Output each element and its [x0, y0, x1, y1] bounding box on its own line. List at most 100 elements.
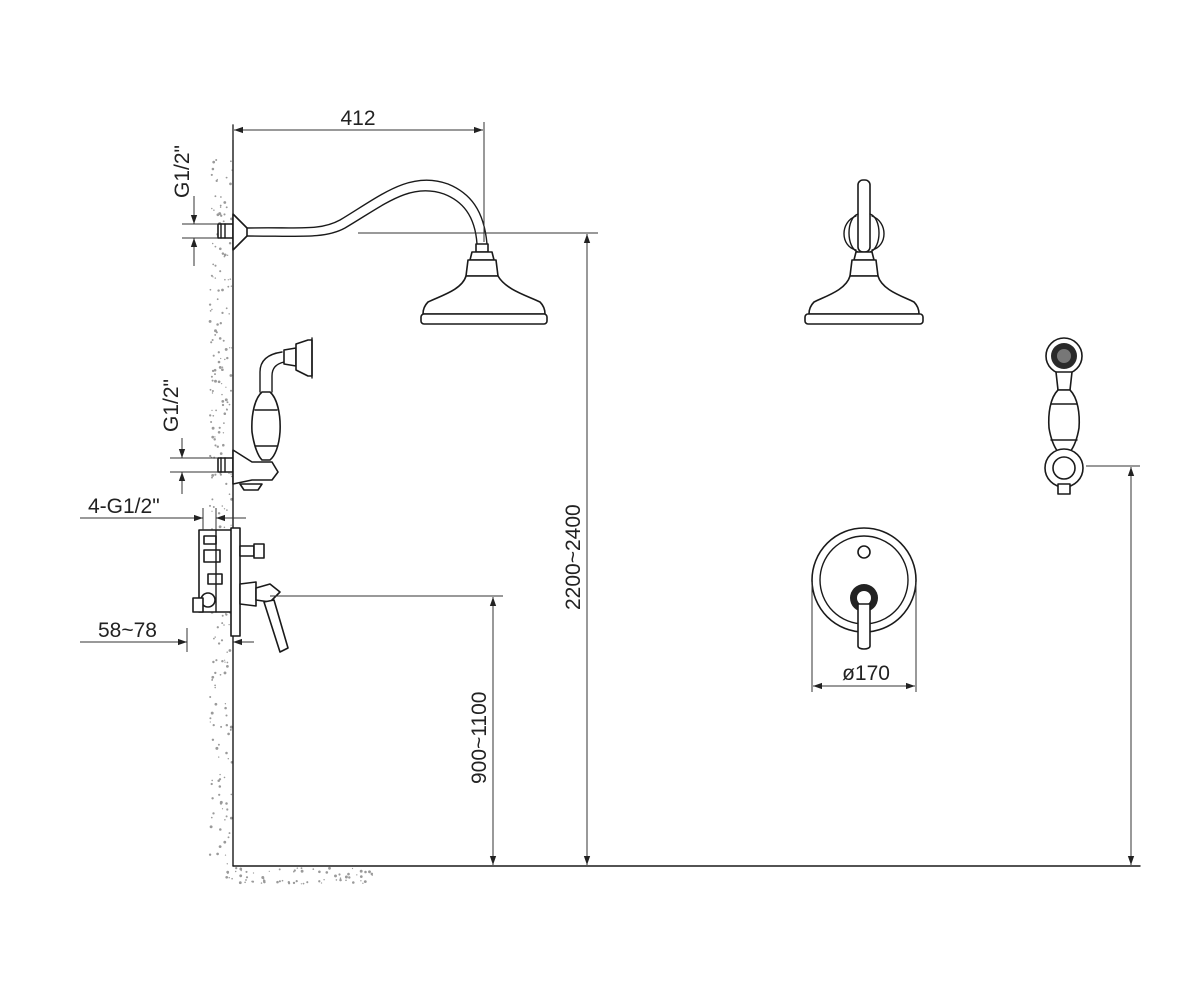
- dimension-wall-inlet-top: G1/2": [171, 145, 218, 266]
- wall-texture-dot: [224, 703, 227, 705]
- wall-texture-dot: [221, 622, 224, 625]
- wall-texture-dot: [226, 401, 229, 404]
- wall-texture-dot: [215, 158, 218, 162]
- wall-texture-dot: [209, 414, 212, 417]
- floor-texture-dot: [238, 881, 242, 885]
- wall-texture-dot: [226, 651, 228, 653]
- wall-texture-dot: [210, 341, 213, 344]
- wall-texture-dot: [224, 612, 227, 615]
- wall-texture-dot: [225, 408, 228, 411]
- floor-texture-dot: [302, 882, 305, 885]
- floor-texture-dot: [300, 869, 304, 873]
- wall-texture-dot: [214, 636, 216, 638]
- wall-texture-dot: [214, 195, 217, 198]
- wall-texture-dot: [210, 420, 213, 424]
- wall-texture-dot: [230, 475, 233, 478]
- dimension-plate-diameter: ø170: [811, 582, 917, 692]
- wall-texture-dot: [228, 472, 230, 474]
- floor-texture-dot: [240, 869, 242, 872]
- wall-texture-dot: [221, 614, 224, 617]
- wall-texture-dot: [228, 241, 232, 245]
- wall-texture-dot: [225, 723, 229, 727]
- wall-texture-dot: [227, 285, 230, 288]
- wall-texture-dot: [223, 776, 226, 779]
- floor-texture-dot: [318, 880, 321, 883]
- wall-texture-dot: [221, 366, 224, 368]
- wall-texture-dot: [216, 178, 218, 181]
- wall-texture-dot: [219, 206, 222, 208]
- wall-texture-dot: [221, 288, 224, 292]
- floor-texture-dot: [245, 879, 247, 881]
- wall-texture-dot: [223, 213, 226, 216]
- wall-texture-dot: [214, 245, 217, 248]
- dimension-shower-height: 2200~2400: [358, 232, 598, 865]
- wall-texture-dot: [222, 432, 225, 434]
- wall-texture-dot: [211, 738, 215, 741]
- wall-texture-dot: [212, 723, 215, 727]
- wall-texture-dot: [216, 626, 219, 629]
- wall-texture-dot: [216, 323, 219, 326]
- wall-texture-dot: [212, 660, 215, 664]
- dimension-valve-height: 900~1100: [270, 595, 503, 865]
- wall-texture-dot: [227, 757, 230, 760]
- wall-texture-dot: [230, 285, 233, 287]
- wall-texture-dot: [218, 426, 221, 429]
- floor-texture-dot: [227, 872, 229, 875]
- floor-texture-dot: [364, 870, 367, 874]
- valve-connections-label: 4-G1/2": [88, 495, 160, 518]
- wall-texture-dot: [226, 808, 229, 811]
- wall-texture-dot: [214, 686, 216, 689]
- wall-texture-dot: [222, 220, 225, 223]
- floor-texture-dot: [245, 876, 249, 879]
- wall-texture-dot: [228, 313, 230, 315]
- floor-texture-dot: [312, 868, 315, 870]
- wall-texture-dot: [219, 322, 222, 325]
- wall-texture-dot: [211, 369, 215, 373]
- wall-texture-dot: [211, 675, 215, 679]
- wall-texture-dot: [211, 242, 214, 245]
- wall-texture-dot: [219, 452, 223, 455]
- wall-texture-dot: [213, 209, 215, 211]
- floor-texture-dot: [261, 876, 265, 879]
- floor-texture-dot: [359, 875, 363, 878]
- wall-texture-dot: [211, 338, 214, 342]
- wall-texture-dot: [223, 624, 225, 626]
- wall-texture-dot: [211, 498, 214, 501]
- floor-texture-dot: [228, 876, 230, 879]
- wall-texture-dot: [221, 403, 225, 407]
- wall-texture-dot: [208, 504, 212, 507]
- wall-texture-dot: [219, 473, 222, 476]
- floor-texture-dot: [318, 870, 321, 874]
- wall-texture-dot: [211, 510, 213, 512]
- wall-texture-dot: [224, 358, 226, 361]
- wall-texture-dot: [214, 379, 217, 383]
- wall-texture-dot: [215, 746, 219, 750]
- wall-texture-dot: [221, 659, 224, 663]
- floor-texture-dot: [293, 869, 296, 872]
- wall-texture-dot: [217, 380, 221, 384]
- wall-texture-dot: [211, 779, 213, 782]
- front-hand-shower-icon: [1044, 337, 1084, 495]
- wall-inlet-top-label: G1/2": [171, 145, 194, 198]
- wall-inlet-hand-label: G1/2": [160, 379, 183, 432]
- wall-texture-dot: [224, 819, 226, 821]
- floor-texture-dot: [363, 880, 367, 883]
- wall-texture-dot: [229, 728, 232, 731]
- floor-texture-dot: [344, 875, 348, 879]
- floor-texture-dot: [306, 881, 309, 884]
- wall-texture-dot: [217, 512, 221, 515]
- floor-texture-dot: [334, 874, 337, 878]
- wall-texture-dot: [223, 412, 227, 415]
- wall-texture-dot: [223, 508, 226, 510]
- wall-texture-dot: [226, 661, 229, 664]
- wall-texture-dot: [212, 506, 215, 508]
- wall-texture-dot: [211, 167, 215, 171]
- floor-texture-dot: [239, 867, 243, 871]
- wall-texture-dot: [224, 398, 228, 402]
- wall-texture-dot: [225, 176, 228, 179]
- wall-texture-dot: [209, 288, 212, 291]
- wall-texture-dot: [229, 816, 233, 820]
- wall-texture-dot: [220, 214, 223, 217]
- wall-texture-dot: [211, 797, 214, 800]
